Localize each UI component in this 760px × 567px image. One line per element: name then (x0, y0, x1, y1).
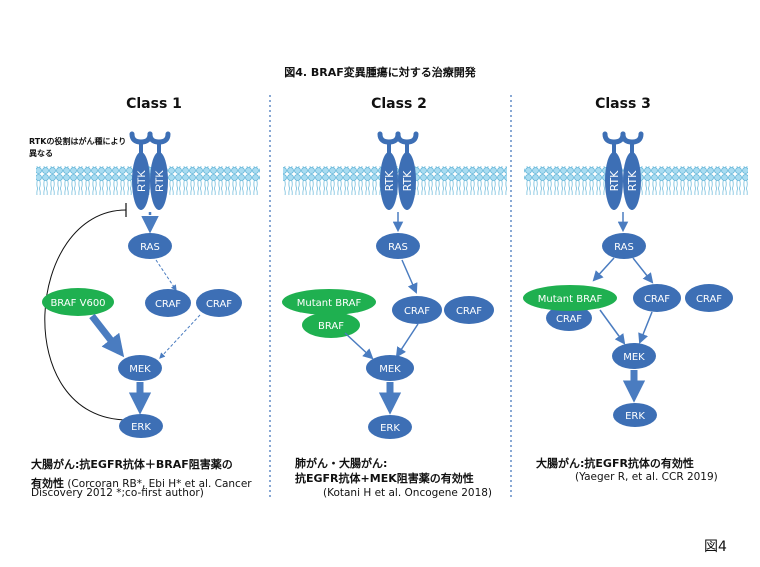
rtk-note: RTKの役割はがん種により異なる (29, 137, 127, 158)
mek-node (118, 355, 162, 381)
ras-label: RAS (140, 242, 160, 253)
arrow-craf-mek (395, 323, 419, 358)
rtk-left (605, 152, 623, 210)
arrow-braf-mek (344, 332, 374, 360)
erk-node (613, 403, 657, 427)
rtk-label: RTK (136, 169, 148, 191)
class3-title: Class 3 (595, 96, 651, 112)
craf-label: CRAF (155, 299, 181, 310)
erk-label: ERK (625, 411, 645, 422)
mek-label: MEK (623, 352, 645, 363)
class1-caption-ref: (Corcoran RB*, Ebi H* et al. Cancer (64, 478, 252, 490)
craf-node (685, 284, 733, 312)
braf-v600-label: BRAF V600 (50, 298, 105, 309)
craf-node (145, 289, 191, 317)
mutant-braf-label: Mutant BRAF (297, 298, 362, 309)
craf-label: CRAF (456, 306, 482, 317)
erk-label: ERK (131, 422, 151, 433)
craf-label: CRAF (206, 299, 232, 310)
mutant-braf-node (282, 289, 376, 315)
class2-caption-line3: (Kotani H et al. Oncogene 2018) (323, 487, 493, 499)
arrow-craf-mek (159, 314, 201, 359)
rtk-right (150, 152, 168, 210)
ras-node (128, 233, 172, 259)
class1-caption-line3: Discovery 2012 *;co-first author) (31, 487, 204, 499)
craf-node (196, 289, 242, 317)
craf-node (633, 284, 681, 312)
rtk-label: RTK (154, 169, 166, 191)
rtk-label: RTK (401, 170, 414, 192)
class3-caption-line2: (Yaeger R, et al. CCR 2019) (575, 471, 718, 483)
class1-caption-bold: 有効性 (31, 477, 64, 490)
arrow-craf-mek (638, 311, 653, 344)
rtk-left (380, 152, 398, 210)
craf-node (546, 305, 592, 331)
receptor-class1: RTK RTK (129, 131, 171, 210)
mek-label: MEK (129, 364, 151, 375)
craf-label: CRAF (696, 294, 722, 305)
ras-node (376, 233, 420, 259)
class2-title: Class 2 (371, 96, 427, 112)
class2-caption-line2: 抗EGFR抗体+MEK阻害薬の有効性 (295, 472, 474, 485)
class1-caption-line1: 大腸がん:抗EGFR抗体＋BRAF阻害薬の (31, 458, 233, 471)
receptor-class3: RTK RTK (602, 131, 644, 210)
braf-v600-node (42, 288, 114, 316)
rtk-left (132, 152, 150, 210)
receptor-class2: RTK RTK (377, 131, 419, 210)
class1-caption-line2: 有効性 (Corcoran RB*, Ebi H* et al. Cancer (31, 472, 252, 491)
craf-node (392, 296, 442, 324)
class2-caption-line1: 肺がん・大腸がん: (295, 457, 388, 470)
erk-node (368, 415, 412, 439)
rtk-label: RTK (626, 170, 639, 192)
arrow-ras-craf (401, 259, 418, 294)
figure-title: 図4. BRAF変異腫瘍に対する治療開発 (284, 66, 476, 79)
rtk-right (623, 152, 641, 210)
arrow-mutant-braf-mek (599, 309, 626, 345)
arrow-ras-craf (632, 257, 654, 284)
arrow-ras-mutant-braf (592, 257, 615, 282)
rtk-right (398, 152, 416, 210)
arrow-ras-craf (155, 259, 177, 291)
craf-label: CRAF (556, 314, 582, 325)
figure-number: 図4 (704, 539, 727, 555)
braf-label: BRAF (318, 321, 344, 332)
rtk-label: RTK (608, 170, 621, 192)
craf-label: CRAF (404, 306, 430, 317)
mek-node (366, 355, 414, 381)
class1-title: Class 1 (126, 96, 182, 112)
mutant-braf-node (523, 285, 617, 311)
ras-node (602, 233, 646, 259)
ras-label: RAS (614, 242, 634, 253)
mutant-braf-label: Mutant BRAF (538, 294, 603, 305)
mek-label: MEK (379, 364, 401, 375)
craf-label: CRAF (644, 294, 670, 305)
class3-caption-line1: 大腸がん:抗EGFR抗体の有効性 (536, 457, 694, 470)
braf-node (302, 312, 360, 338)
rtk-label: RTK (383, 170, 396, 192)
mek-node (612, 343, 656, 369)
erk-node (119, 414, 163, 438)
ras-label: RAS (388, 242, 408, 253)
erk-label: ERK (380, 423, 400, 434)
arrow-braf-mek (89, 313, 125, 358)
craf-node (444, 296, 494, 324)
inhibition-erk-rtk (44, 209, 129, 421)
